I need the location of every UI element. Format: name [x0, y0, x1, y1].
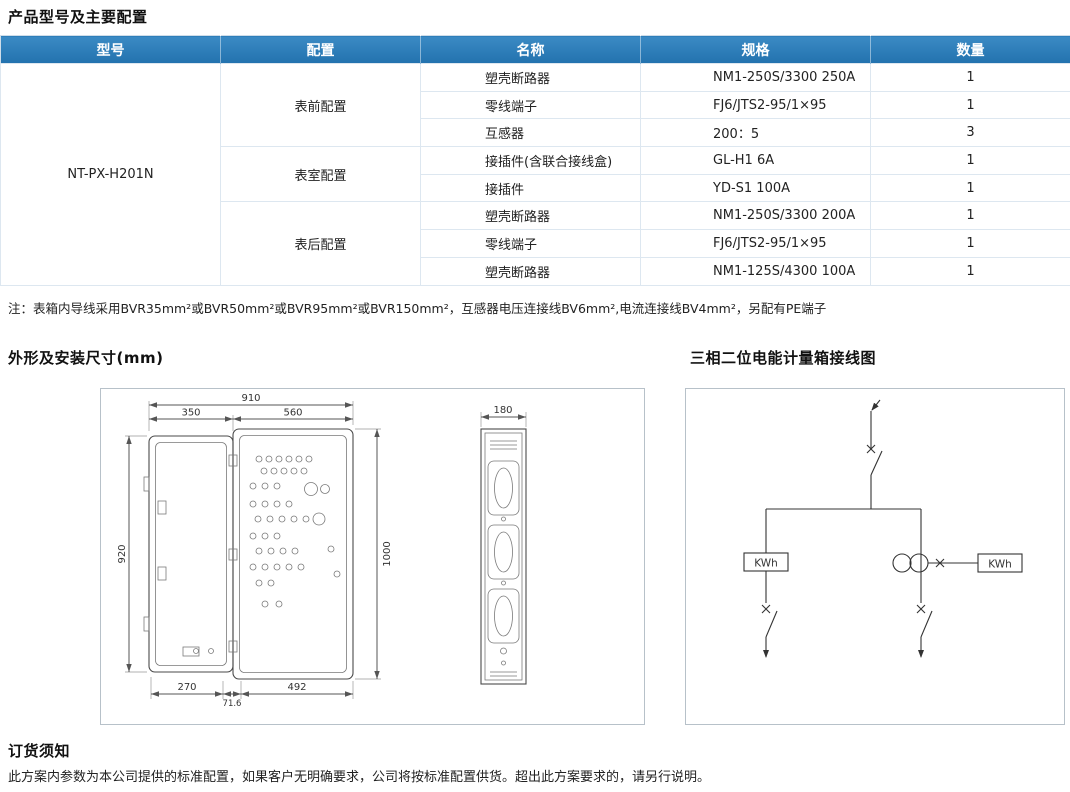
- wiring-panel: KWh KWh: [685, 388, 1065, 725]
- col-header-name: 名称: [420, 35, 641, 64]
- dimensions-section-title: 外形及安装尺寸(mm): [8, 349, 164, 367]
- right-breaker-contact: [916, 604, 926, 614]
- spec-cell: FJ6/JTS2-95/1×95: [640, 90, 871, 120]
- name-cell: 零线端子: [420, 90, 641, 120]
- table-row: 表后配置 塑壳断路器 NM1-250S/3300 200A 1: [1, 201, 1070, 286]
- config-table: 型号 配置 名称 规格 数量 NT-PX-H201N 表前配置 塑壳断路器 NM…: [0, 35, 1070, 286]
- table-row: 零线端子 FJ6/JTS2-95/1×95 1: [1, 229, 1070, 258]
- dim-label-492: 492: [287, 682, 306, 693]
- qty-cell: 1: [870, 173, 1070, 203]
- kwh-meter-right-box: [977, 553, 1023, 573]
- ct-link-contact: [935, 558, 945, 568]
- left-branch: KWh: [743, 509, 789, 658]
- dimension-drawing: 910 350 560 920 1000 270 71.6 492 180: [117, 393, 527, 709]
- page-title: 产品型号及主要配置: [8, 8, 148, 26]
- qty-cell: 1: [870, 146, 1070, 175]
- config-cell-room: 表室配置: [220, 146, 421, 203]
- spec-cell: NM1-250S/3300 200A: [640, 201, 871, 231]
- wiring-diagram: KWh KWh: [743, 399, 1023, 658]
- model-cell: NT-PX-H201N: [0, 63, 221, 286]
- ct-circle-2: [909, 553, 929, 573]
- name-cell: 零线端子: [420, 229, 641, 258]
- table-row: NT-PX-H201N 表前配置 塑壳断路器 NM1-250S/3300 250…: [0, 62, 1070, 286]
- col-header-config: 配置: [220, 35, 421, 64]
- order-notice-title: 订货须知: [8, 742, 71, 760]
- qty-cell: 3: [870, 118, 1070, 148]
- name-cell: 塑壳断路器: [420, 256, 641, 286]
- col-header-qty: 数量: [870, 35, 1070, 64]
- spec-cell: GL-H1 6A: [640, 146, 871, 175]
- qty-cell: 1: [870, 229, 1070, 258]
- dim-label-1000: 1000: [382, 541, 393, 566]
- spec-cell: NM1-250S/3300 250A: [640, 63, 871, 92]
- name-cell: 塑壳断路器: [420, 201, 641, 231]
- qty-cell: 1: [870, 201, 1070, 231]
- config-cell-rear: 表后配置: [220, 201, 421, 286]
- qty-cell: 1: [870, 90, 1070, 120]
- spec-cell: FJ6/JTS2-95/1×95: [640, 229, 871, 258]
- dim-label-180: 180: [493, 405, 512, 416]
- main-breaker-symbol: [866, 444, 883, 509]
- order-notice-text: 此方案内参数为本公司提供的标准配置，如果客户无明确要求，公司将按标准配置供货。超…: [8, 770, 711, 785]
- table-row: 塑壳断路器 NM1-125S/4300 100A 1: [1, 256, 1070, 286]
- dim-label-560: 560: [283, 408, 302, 419]
- spec-cell: YD-S1 100A: [640, 173, 871, 203]
- qty-cell: 1: [870, 63, 1070, 92]
- dimensions-panel: 910 350 560 920 1000 270 71.6 492 180: [100, 388, 645, 725]
- dim-label-71-6: 71.6: [223, 699, 242, 709]
- name-cell: 互感器: [420, 118, 641, 148]
- config-cell-front: 表前配置: [220, 62, 421, 148]
- dim-label-270: 270: [177, 682, 196, 693]
- col-header-spec: 规格: [640, 35, 871, 64]
- table-header-row: 型号 配置 名称 规格 数量: [0, 35, 1070, 64]
- spec-cell: 200：5: [640, 118, 871, 148]
- name-cell: 塑壳断路器: [420, 63, 641, 92]
- table-row: 接插件 YD-S1 100A 1: [1, 173, 1070, 203]
- table-row: 表室配置 接插件(含联合接线盒) GL-H1 6A 1: [1, 146, 1070, 203]
- wiring-note: 注：表箱内导线采用BVR35mm²或BVR50mm²或BVR95mm²或BVR1…: [8, 301, 827, 316]
- name-cell: 接插件(含联合接线盒): [420, 146, 641, 175]
- spec-cell: NM1-125S/4300 100A: [640, 256, 871, 286]
- left-breaker-contact: [761, 604, 771, 614]
- right-branch: KWh: [892, 509, 1023, 658]
- incoming-arrow: [871, 399, 881, 411]
- qty-cell: 1: [870, 256, 1070, 286]
- dim-label-350: 350: [181, 408, 200, 419]
- side-view: [480, 428, 527, 685]
- name-cell: 接插件: [420, 173, 641, 203]
- table-row: 互感器 200：5 3: [1, 118, 1070, 148]
- dim-label-910: 910: [241, 393, 260, 404]
- kwh-meter-right-label: KWh: [988, 559, 1012, 571]
- front-view: [143, 428, 354, 680]
- col-header-model: 型号: [0, 35, 221, 64]
- wiring-section-title: 三相二位电能计量箱接线图: [690, 349, 877, 367]
- ct-circle-1: [892, 553, 912, 573]
- kwh-meter-left-label: KWh: [754, 558, 778, 570]
- table-row: 零线端子 FJ6/JTS2-95/1×95 1: [1, 90, 1070, 120]
- dim-label-920: 920: [117, 544, 128, 563]
